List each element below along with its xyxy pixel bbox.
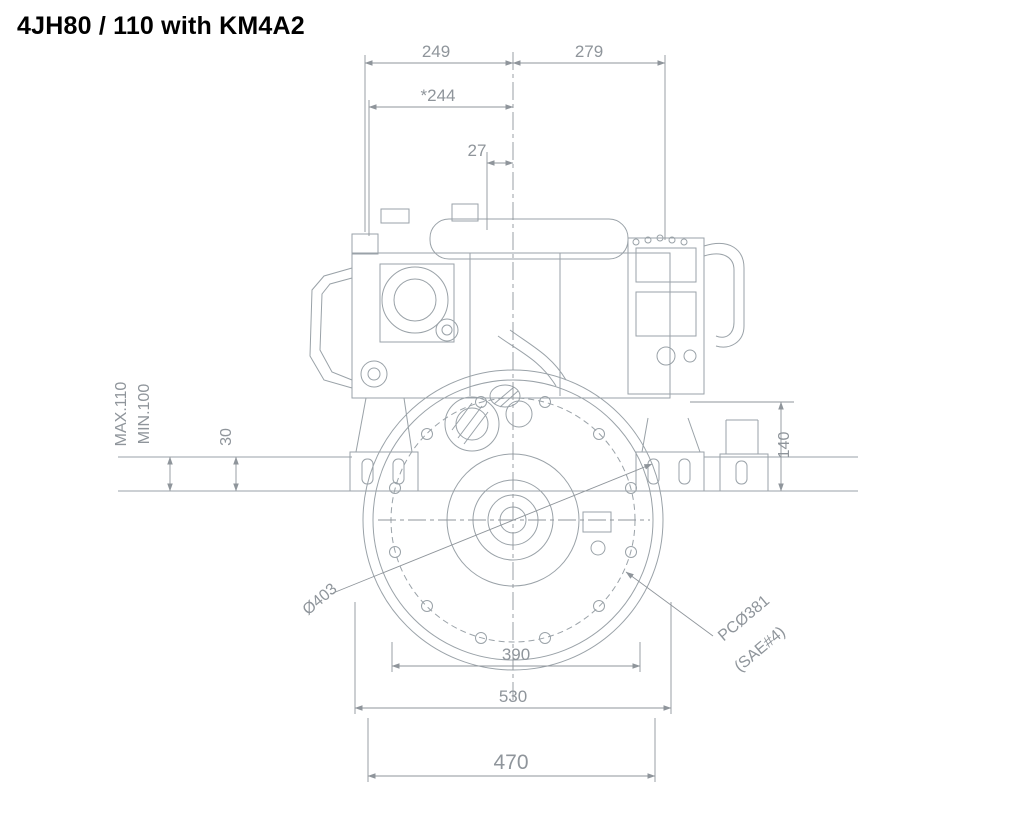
turbo-body	[379, 263, 455, 343]
dim-label-530: 530	[499, 687, 527, 706]
bolt-hole-11	[593, 428, 605, 440]
turbo-housing-inner	[393, 278, 437, 322]
hatch-line-1	[457, 405, 483, 439]
mount-bracket-left-1	[355, 397, 367, 453]
top-right-bolt-2	[644, 236, 652, 244]
top-right-bolt-4	[668, 236, 676, 244]
mount-slot-left-2	[392, 458, 405, 485]
filler-cap-right	[451, 203, 479, 222]
dimension-annotations: 249 279 *244 27 MAX.110 MIN.100 30 140 Ø…	[113, 42, 794, 782]
pump-boss-outer	[444, 396, 500, 452]
bolt-hole-2	[593, 600, 605, 612]
mount-foot-right	[635, 451, 705, 492]
bolt-hole-1	[625, 546, 637, 558]
mount-slot-left-1	[361, 458, 374, 485]
bolt-hole-3	[539, 632, 551, 644]
dim-label-max110: MAX.110	[113, 382, 130, 447]
top-left-fitting	[351, 233, 379, 255]
dim-label-390: 390	[502, 645, 530, 664]
top-right-bolt-1	[632, 238, 640, 246]
hatch-line-2	[463, 411, 489, 445]
bolt-hole-4	[475, 632, 487, 644]
hatch-line-3	[451, 402, 473, 431]
engine-block-outline	[351, 252, 671, 399]
right-pipe-loop-inner	[703, 253, 735, 338]
mount-bracket-left-2	[403, 397, 413, 453]
filler-cap-left	[380, 208, 410, 224]
mount-slot-right-2	[678, 458, 691, 485]
alternator-pulley	[360, 360, 388, 388]
mount-foot-left	[349, 451, 419, 492]
dim-label-dia403: Ø403	[300, 580, 341, 618]
left-bracket-outer	[309, 267, 353, 389]
dim-label-30: 30	[218, 428, 235, 446]
right-housing-lower-panel	[635, 291, 697, 337]
right-housing	[627, 237, 705, 395]
small-boss	[505, 400, 533, 428]
turbo-housing-outer	[381, 266, 449, 334]
dim-label-249: 249	[422, 42, 450, 61]
top-right-bolt-5	[680, 238, 688, 246]
pump-boss-inner	[455, 407, 489, 441]
turbo-inlet	[435, 318, 459, 342]
alternator-pulley-hub	[367, 367, 381, 381]
mount-bracket-right-1	[641, 417, 649, 453]
leader-dia403	[332, 463, 653, 594]
right-connector-large	[656, 346, 676, 366]
right-pipe-loop-outer	[703, 243, 745, 348]
left-bracket-inner	[319, 277, 353, 381]
right-housing-upper-panel	[635, 247, 697, 283]
right-connector-small	[683, 349, 697, 363]
leader-pc381	[625, 571, 714, 637]
exhaust-pipe-inner	[509, 329, 567, 381]
top-right-bolt-3	[656, 234, 664, 242]
bolt-hole-5	[421, 600, 433, 612]
bolt-hole-8	[421, 428, 433, 440]
dim-label-27: 27	[468, 141, 487, 160]
dim-label-244: *244	[421, 86, 456, 105]
sender-unit	[582, 511, 612, 533]
bolt-hole-10	[539, 396, 551, 408]
mount-foot-far-right	[719, 453, 769, 492]
dim-label-140: 140	[776, 432, 793, 459]
mount-bracket-right-2	[687, 417, 701, 453]
drain-plug	[590, 540, 606, 556]
turbo-inlet-center	[441, 324, 453, 336]
hatched-port	[489, 384, 521, 408]
dim-label-470: 470	[493, 751, 528, 774]
hatch-line-4	[493, 386, 515, 405]
dim-label-279: 279	[575, 42, 603, 61]
bolt-hole-6	[389, 546, 401, 558]
page-title: 4JH80 / 110 with KM4A2	[17, 12, 305, 40]
mount-slot-far-right	[735, 460, 748, 485]
dim-label-min100: MIN.100	[136, 384, 153, 445]
mount-slot-right-1	[647, 458, 660, 485]
hatch-line-5	[499, 390, 519, 408]
exhaust-pipe-outer	[497, 335, 557, 387]
